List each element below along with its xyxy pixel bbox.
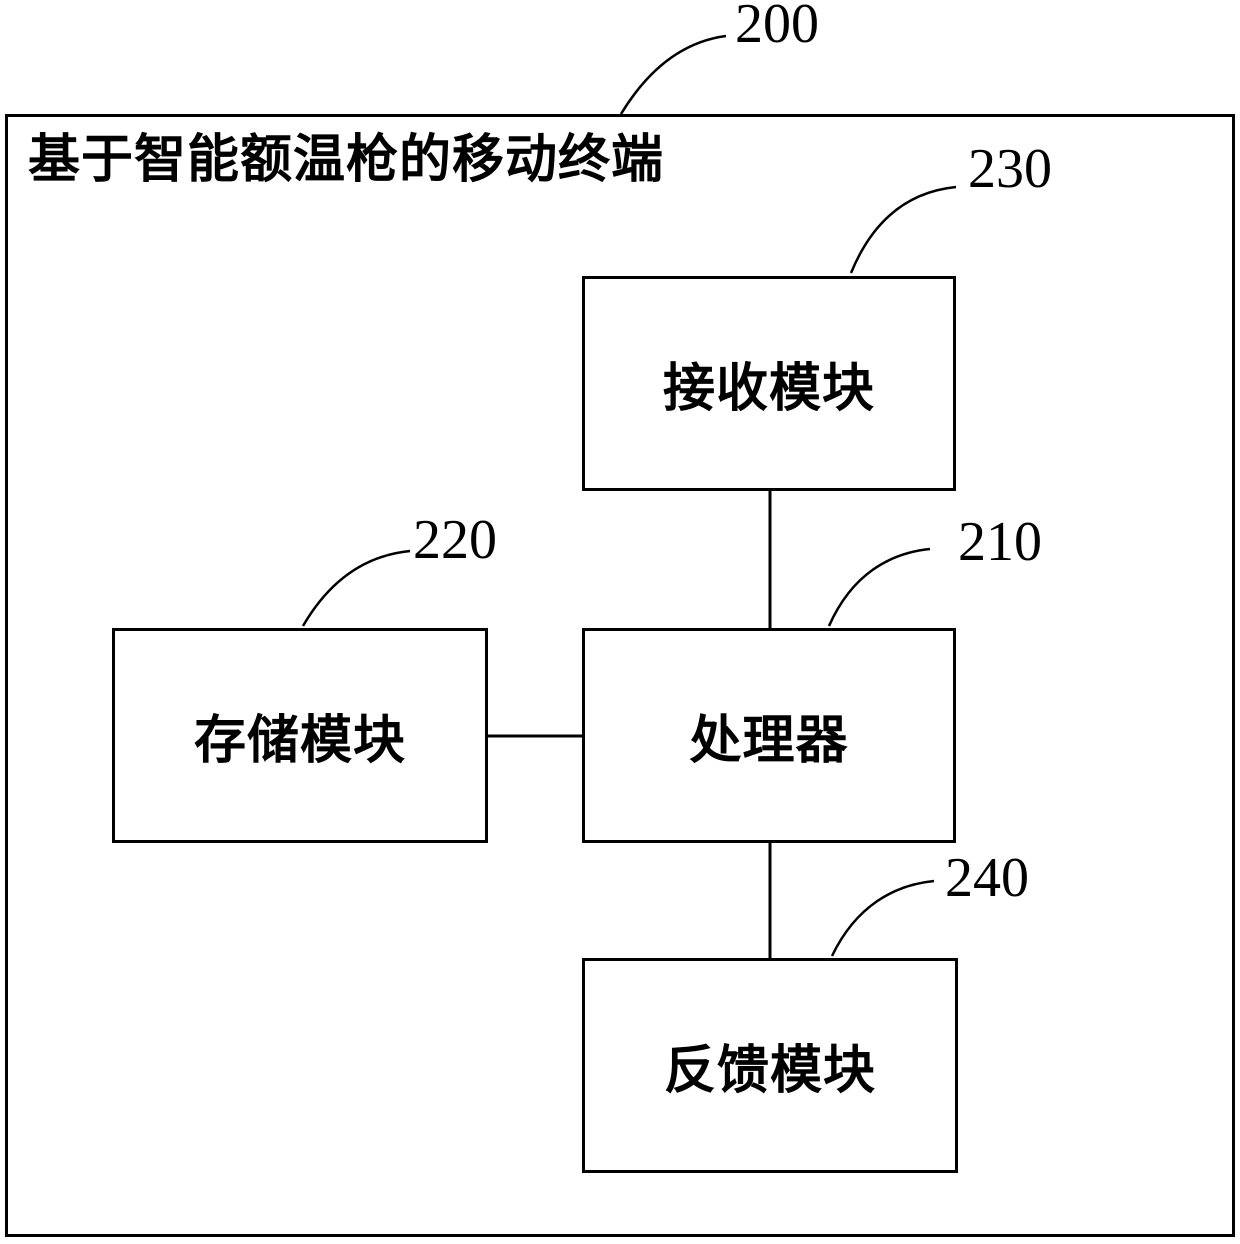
ref-label-240: 240 — [945, 847, 1029, 909]
leader-curve-200 — [619, 34, 727, 115]
block-receiving-module-label: 接收模块 — [662, 360, 875, 418]
block-feedback-module: 反馈模块 — [582, 958, 958, 1173]
ref-label-200: 200 — [735, 0, 819, 55]
ref-label-210: 210 — [958, 511, 1042, 573]
diagram-title: 基于智能额温枪的移动终端 — [28, 131, 665, 189]
block-feedback-module-label: 反馈模块 — [663, 1042, 876, 1100]
mobile-terminal-container-box — [5, 114, 1235, 1237]
ref-label-230: 230 — [968, 138, 1052, 200]
block-processor-label: 处理器 — [689, 712, 849, 770]
block-receiving-module: 接收模块 — [582, 276, 956, 491]
block-storage-module-label: 存储模块 — [193, 712, 406, 770]
block-storage-module: 存储模块 — [112, 628, 488, 843]
block-processor: 处理器 — [582, 628, 956, 843]
ref-label-220: 220 — [413, 509, 497, 571]
